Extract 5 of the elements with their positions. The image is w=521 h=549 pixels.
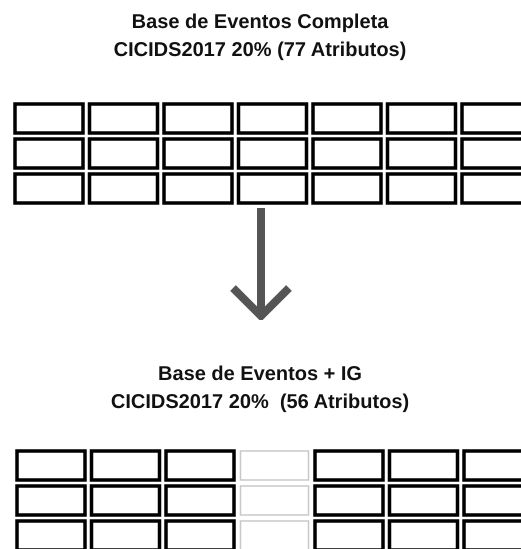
down-arrow	[229, 208, 293, 320]
table-grid-drawing	[15, 449, 521, 549]
table-grid-drawing	[13, 102, 521, 206]
heading-text: Base de Eventos Completa CICIDS2017 20% (77 Atributos)	[112, 10, 408, 63]
heading-text: Base de Eventos + IG CICIDS2017 20% (56 Atributos)	[110, 362, 410, 415]
